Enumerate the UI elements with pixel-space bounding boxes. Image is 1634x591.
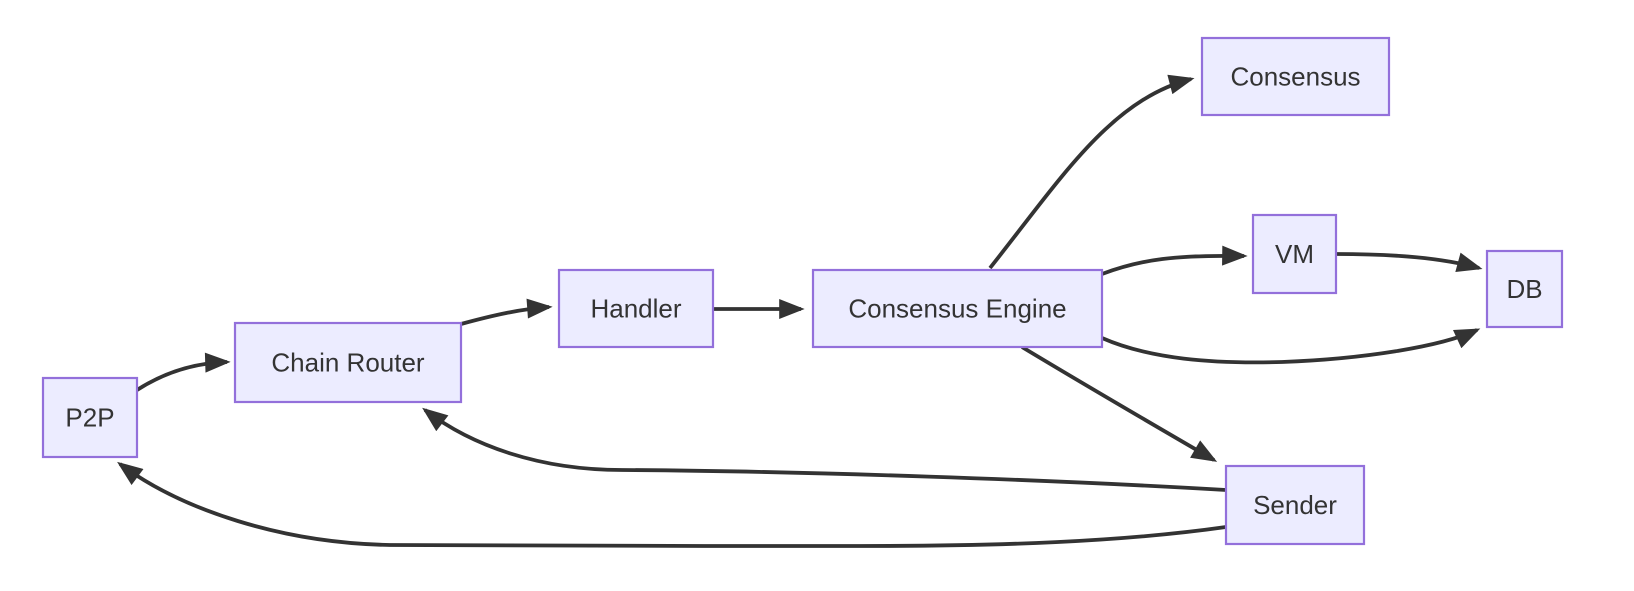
node-db: DB bbox=[1485, 249, 1564, 329]
node-p2p-box bbox=[41, 376, 139, 459]
edge-consensus-engine-to-db bbox=[1101, 328, 1481, 365]
node-consensus-engine-label: Consensus Engine bbox=[848, 294, 1066, 324]
node-consensus-label: Consensus bbox=[1230, 62, 1360, 92]
node-consensus: Consensus bbox=[1200, 36, 1391, 117]
edge-consensus-engine-to-sender bbox=[1021, 345, 1218, 462]
node-handler-box bbox=[557, 268, 715, 349]
node-chain-router: Chain Router bbox=[233, 321, 463, 404]
edge-sender-to-p2p bbox=[117, 461, 1227, 548]
edge-sender-to-chain-router bbox=[422, 407, 1227, 492]
node-consensus-engine-box bbox=[811, 268, 1104, 349]
node-vm-box bbox=[1251, 213, 1338, 295]
node-vm: VM bbox=[1251, 213, 1338, 295]
node-sender-box bbox=[1224, 464, 1366, 546]
node-db-label: DB bbox=[1506, 274, 1542, 304]
node-sender: Sender bbox=[1224, 464, 1366, 546]
node-consensus-engine: Consensus Engine bbox=[811, 268, 1104, 349]
nodes-layer: P2P Chain Router Handler Consensus Engine Co… bbox=[41, 36, 1564, 546]
edge-consensus-engine-to-vm bbox=[1101, 245, 1248, 276]
node-handler-label: Handler bbox=[590, 294, 681, 324]
node-p2p: P2P bbox=[41, 376, 139, 459]
edge-chain-router-to-handler bbox=[460, 298, 553, 326]
edge-consensus-engine-to-consensus bbox=[988, 74, 1195, 270]
node-chain-router-label: Chain Router bbox=[271, 348, 425, 378]
node-consensus-box bbox=[1200, 36, 1391, 117]
node-p2p-label: P2P bbox=[65, 403, 114, 433]
node-vm-label: VM bbox=[1275, 239, 1314, 269]
node-db-box bbox=[1485, 249, 1564, 329]
node-chain-router-box bbox=[233, 321, 463, 404]
edge-p2p-to-chain-router bbox=[135, 352, 231, 392]
edge-vm-to-db bbox=[1335, 252, 1483, 272]
node-handler: Handler bbox=[557, 268, 715, 349]
edges-layer bbox=[117, 74, 1483, 548]
node-sender-label: Sender bbox=[1253, 490, 1337, 520]
